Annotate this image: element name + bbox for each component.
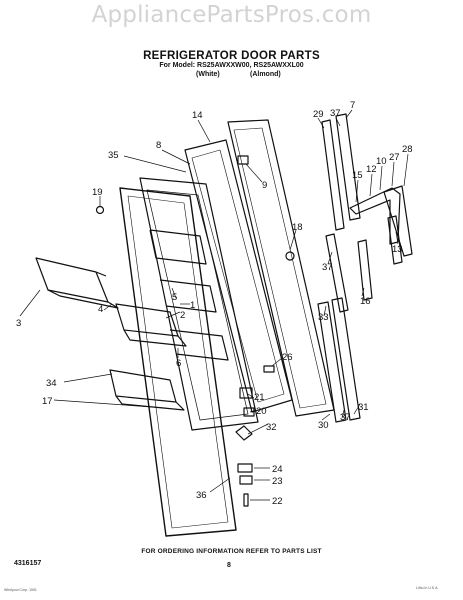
- callout-10: 10: [376, 156, 387, 167]
- shim-24: [237, 463, 253, 473]
- bracket-20: [243, 407, 255, 417]
- screw-22: [243, 493, 249, 507]
- trim-strip-7: [335, 113, 361, 221]
- front-door-frame: [119, 187, 237, 537]
- callout-34: 34: [46, 378, 57, 389]
- variant-almond-label: (Almond): [250, 71, 281, 78]
- callout-22: 22: [272, 496, 283, 507]
- callout-37b: 37: [322, 262, 333, 273]
- callout-18: 18: [292, 222, 303, 233]
- callout-6: 6: [176, 358, 181, 369]
- door-shelf-lower: [109, 369, 177, 403]
- trim-strip-33: [317, 301, 347, 423]
- callout-14: 14: [192, 110, 203, 121]
- litho-tiny: Litho in U.S.A.: [416, 586, 439, 590]
- callout-labels: 14 35 8 9 19 29 37 7 15 12 10 27 28 13 1…: [16, 100, 413, 507]
- callout-20: 20: [256, 406, 267, 417]
- callout-27: 27: [389, 152, 400, 163]
- washer-23: [239, 475, 253, 485]
- callout-35: 35: [108, 150, 119, 161]
- hinge-9: [237, 155, 249, 165]
- door-gasket: [184, 139, 293, 413]
- callout-9: 9: [262, 180, 267, 191]
- callout-29: 29: [313, 109, 324, 120]
- callout-13: 13: [392, 244, 403, 255]
- bracket-26: [263, 365, 275, 373]
- callout-28: 28: [402, 144, 413, 155]
- callout-36: 36: [196, 490, 207, 501]
- screw-19: [95, 205, 105, 215]
- inner-door-liner: [139, 177, 259, 431]
- copyright-tiny: Whirlpool Corp. 1991: [4, 588, 37, 592]
- callout-8: 8: [156, 140, 161, 151]
- callout-24: 24: [272, 464, 283, 475]
- hinge-pin-18: [285, 251, 295, 261]
- bracket-21: [239, 387, 253, 399]
- ordering-note: FOR ORDERING INFORMATION REFER TO PARTS …: [141, 548, 322, 555]
- callout-3: 3: [16, 318, 21, 329]
- callout-23: 23: [272, 476, 283, 487]
- variant-white-label: (White): [196, 71, 220, 78]
- callout-32: 32: [266, 422, 277, 433]
- trim-strip-29: [321, 119, 345, 231]
- callout-33: 33: [318, 312, 329, 323]
- callout-4: 4: [98, 304, 103, 315]
- bushing-32: [235, 425, 253, 441]
- diagram-part-number: 4316157: [14, 560, 42, 567]
- callout-16: 16: [360, 296, 371, 307]
- callout-7: 7: [350, 100, 355, 111]
- callout-1: 1: [190, 300, 195, 311]
- trim-strip-31: [331, 297, 361, 421]
- callout-37: 37: [330, 108, 341, 119]
- callout-31: 31: [358, 402, 369, 413]
- callout-15: 15: [352, 170, 363, 181]
- trim-strip-37: [325, 233, 349, 313]
- callout-37c: 37: [340, 412, 351, 423]
- callout-19: 19: [92, 187, 103, 198]
- page-number: 8: [227, 562, 231, 569]
- diagram-title: REFRIGERATOR DOOR PARTS: [143, 50, 320, 62]
- handle-cap: [383, 185, 413, 257]
- callout-2: 2: [180, 310, 185, 321]
- callout-12: 12: [366, 164, 377, 175]
- handle-lower-16: [357, 239, 373, 301]
- model-subtitle: For Model: RS25AWXXW00, RS25AWXXL00: [159, 62, 304, 69]
- removable-bin: [35, 257, 109, 303]
- callout-30: 30: [318, 420, 329, 431]
- callout-5: 5: [172, 292, 177, 303]
- callout-26: 26: [282, 352, 293, 363]
- callout-21: 21: [254, 392, 265, 403]
- callout-17: 17: [42, 396, 53, 407]
- watermark: AppliancePartsPros.com: [91, 2, 372, 28]
